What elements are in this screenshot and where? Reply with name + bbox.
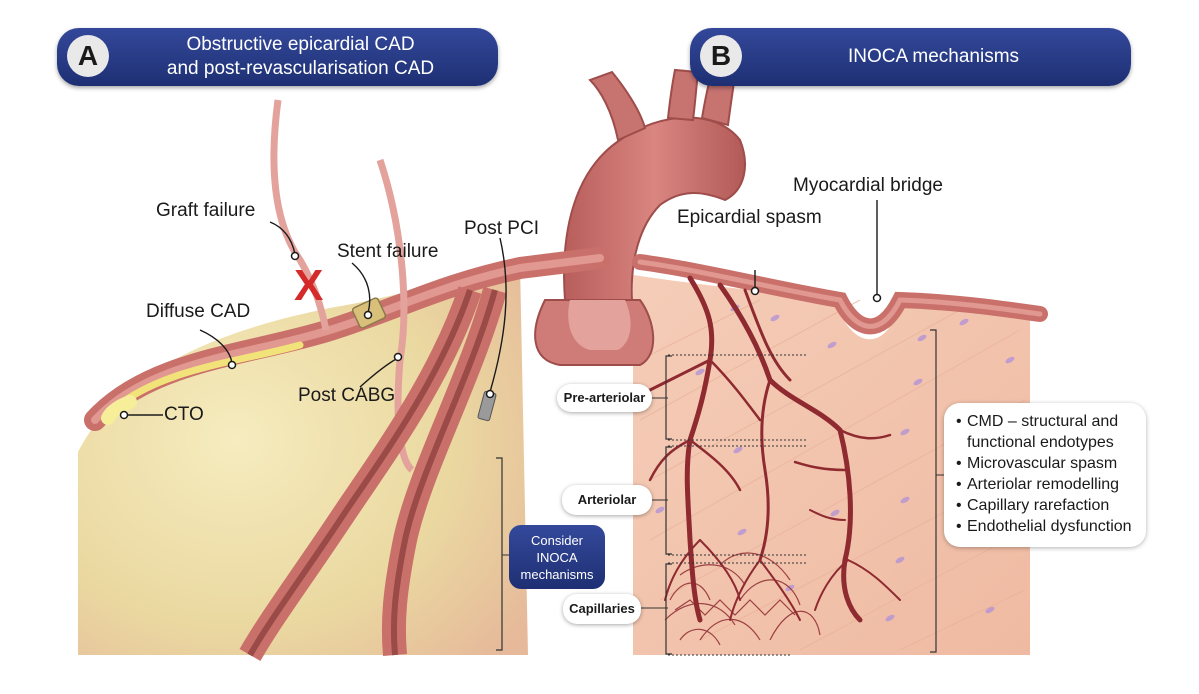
panel-b-header: B INOCA mechanisms: [690, 28, 1131, 86]
level-capillaries: Capillaries: [563, 594, 641, 624]
connector-lines-b: [502, 397, 944, 609]
level-separators: [668, 354, 808, 656]
label-myocardial-bridge: Myocardial bridge: [793, 175, 943, 196]
mechanism-text: Microvascular spasm: [967, 455, 1118, 472]
panel-a-title-line2: and post-revascularisation CAD: [166, 58, 435, 79]
cto-occlusion: [101, 395, 137, 425]
label-cto: CTO: [164, 404, 204, 425]
mechanisms-list: •CMD – structural and functional endotyp…: [944, 403, 1146, 537]
panel-b-letter: B: [700, 35, 742, 77]
label-stent-failure: Stent failure: [337, 241, 439, 262]
mechanism-text: Capillary rarefaction: [967, 497, 1110, 514]
mechanism-item: •Microvascular spasm: [956, 455, 1118, 472]
muscle-fibre-texture: [639, 299, 1026, 651]
level-pre-arteriolar: Pre-arteriolar: [557, 384, 652, 412]
leader-lines: [125, 200, 878, 416]
coronary-artery-b: [632, 254, 1048, 335]
label-graft-failure: Graft failure: [156, 200, 256, 221]
panel-b-title: INOCA mechanisms: [750, 28, 1117, 86]
consider-line3: mechanisms: [520, 566, 594, 582]
panel-a-title-line1: Obstructive epicardial CAD: [186, 34, 415, 55]
label-epicardial-spasm: Epicardial spasm: [677, 207, 822, 228]
leader-dots: [119, 251, 882, 420]
consider-line1: Consider: [530, 532, 584, 548]
coronary-artery-a: [84, 247, 611, 431]
panel-a-title: Obstructive epicardial CAD and post-reva…: [117, 28, 484, 86]
label-post-pci: Post PCI: [464, 218, 539, 239]
mechanism-item: •Arteriolar remodelling: [956, 476, 1120, 493]
mechanism-text: CMD – structural and: [967, 413, 1119, 430]
label-post-cabg: Post CABG: [298, 385, 396, 406]
panel-a-header: A Obstructive epicardial CAD and post-re…: [57, 28, 498, 86]
mechanism-item: •Capillary rarefaction: [956, 497, 1110, 514]
capillary-bed: [664, 552, 821, 646]
mechanism-item-continued: functional endotypes: [956, 432, 1146, 453]
mechanism-text: functional endotypes: [967, 434, 1114, 451]
myocyte-nuclei: [655, 304, 1015, 622]
mechanism-item: •Endothelial dysfunction: [956, 518, 1132, 535]
label-diffuse-cad: Diffuse CAD: [146, 301, 251, 322]
panel-a-letter: A: [67, 35, 109, 77]
mechanism-text: Arteriolar remodelling: [967, 476, 1120, 493]
consider-inoca-box: Consider INOCA mechanisms: [509, 525, 605, 589]
panel-b-title-text: INOCA mechanisms: [847, 46, 1020, 67]
mechanisms-list-box: •CMD – structural and functional endotyp…: [944, 403, 1146, 547]
mechanism-item: •CMD – structural and: [956, 413, 1119, 430]
consider-line2: INOCA: [536, 549, 578, 565]
graft-failure-x-mark: X: [294, 261, 324, 310]
level-arteriolar: Arteriolar: [562, 485, 652, 515]
bypass-grafts: [239, 99, 507, 661]
mechanism-text: Endothelial dysfunction: [967, 518, 1132, 535]
